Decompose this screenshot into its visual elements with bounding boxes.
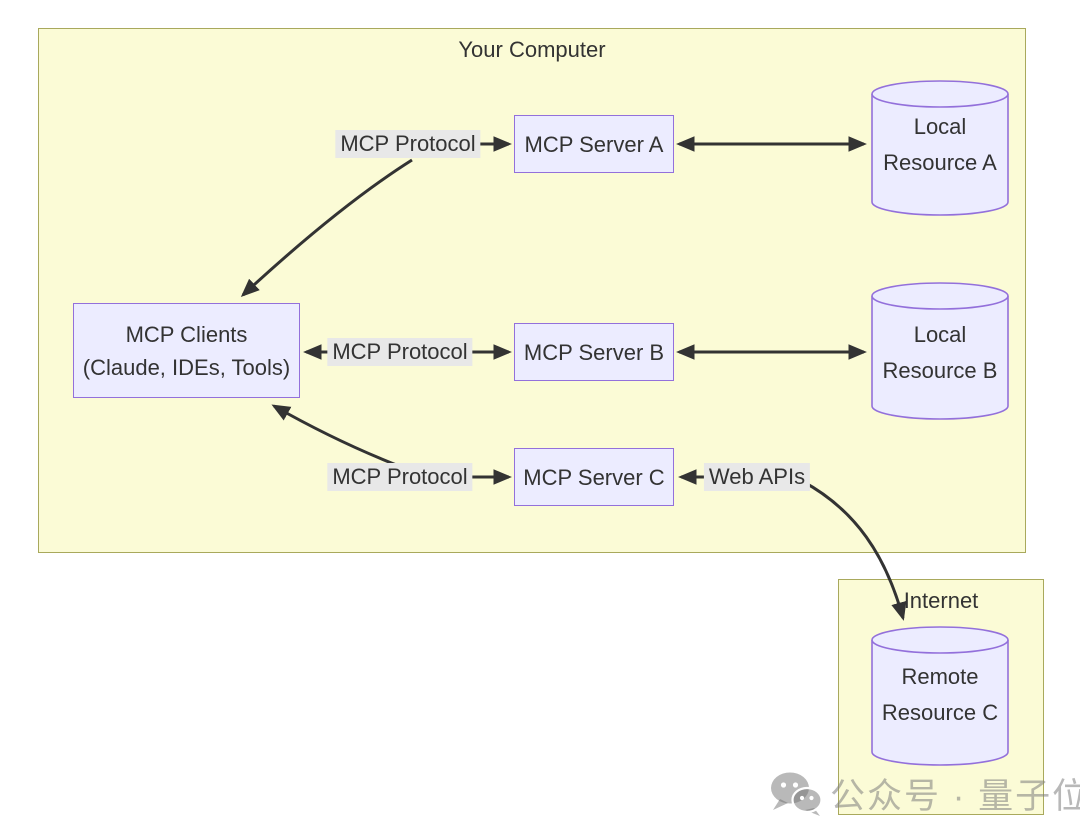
- mcp-clients-label-line1: MCP Clients: [125, 321, 248, 347]
- remote-resource-c-line1: Remote: [901, 664, 979, 689]
- your-computer-title: Your Computer: [458, 37, 606, 62]
- edge-protocol-a-to-clients: [240, 158, 413, 297]
- remote-resource-c-cylinder: [871, 626, 1009, 766]
- node-mcp-server-b: MCP Server B: [514, 323, 674, 381]
- mcp-server-b-label: MCP Server B: [523, 339, 665, 365]
- local-resource-a-cylinder: [871, 80, 1009, 216]
- remote-resource-c-label: Remote Resource C: [872, 659, 1008, 731]
- local-resource-a-label: Local Resource A: [872, 109, 1008, 181]
- mcp-clients-label-line2: (Claude, IDEs, Tools): [82, 354, 291, 380]
- remote-resource-c-line2: Resource C: [881, 700, 999, 725]
- local-resource-b-cylinder: [871, 282, 1009, 420]
- local-resource-b-line2: Resource B: [882, 358, 998, 383]
- edge-label-mcp-protocol-b: MCP Protocol: [327, 338, 473, 366]
- local-resource-b-label: Local Resource B: [872, 317, 1008, 389]
- local-resource-a-line2: Resource A: [883, 150, 997, 175]
- node-mcp-server-a: MCP Server A: [514, 115, 674, 173]
- mcp-server-a-label: MCP Server A: [524, 131, 664, 157]
- edge-label-mcp-protocol-a: MCP Protocol: [335, 130, 481, 158]
- node-mcp-clients: MCP Clients (Claude, IDEs, Tools): [73, 303, 300, 398]
- mcp-server-c-label: MCP Server C: [523, 464, 665, 490]
- edge-label-web-apis: Web APIs: [703, 463, 811, 491]
- internet-title: Internet: [903, 588, 979, 613]
- edge-webapis-to-resource-c: [801, 479, 907, 621]
- local-resource-a-line1: Local: [913, 114, 967, 139]
- node-mcp-server-c: MCP Server C: [514, 448, 674, 506]
- edge-protocol-c-to-clients: [271, 404, 400, 468]
- local-resource-b-line1: Local: [913, 322, 967, 347]
- edge-label-mcp-protocol-c: MCP Protocol: [327, 463, 473, 491]
